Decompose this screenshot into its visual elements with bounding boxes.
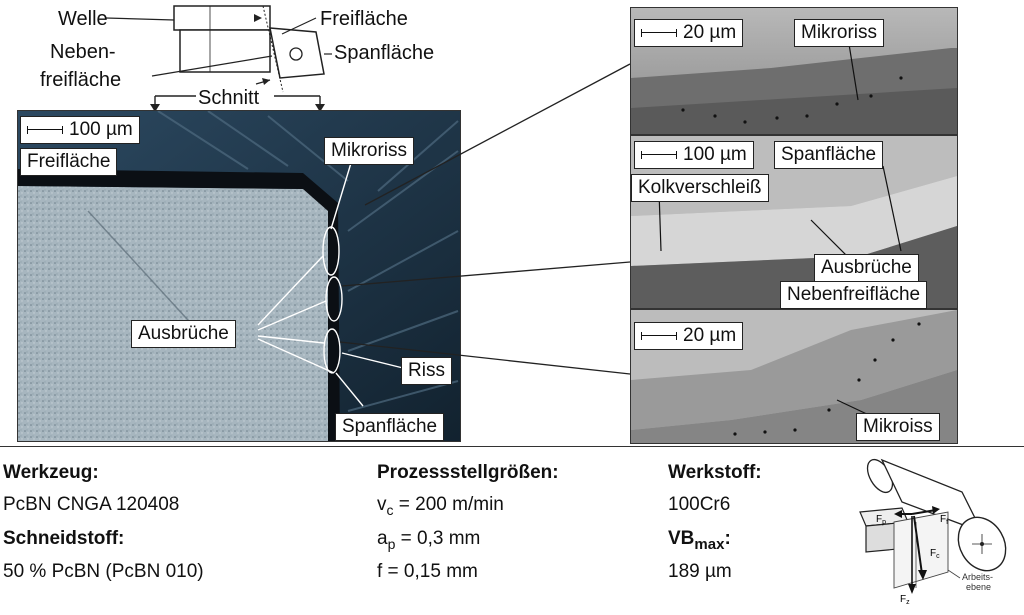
- werkstoff-label: Werkstoff:: [668, 462, 762, 483]
- label-spanflaeche-sem: Spanfläche: [774, 141, 884, 169]
- schneidstoff-label: Schneidstoff:: [3, 528, 125, 549]
- scale-bar-icon: [641, 150, 677, 159]
- label-ausbrueche-sem: Ausbrüche: [814, 254, 919, 282]
- werkzeug-value: PcBN CNGA 120408: [3, 494, 180, 515]
- label-mikroriss-sem: Mikroriss: [794, 19, 884, 47]
- scale-sem-bottom: 20 µm: [634, 322, 744, 350]
- schneidstoff-value: 50 % PcBN (PcBN 010): [3, 561, 204, 582]
- label-mikroiss: Mikroiss: [856, 413, 940, 441]
- label-freiflaeche: Freifläche: [20, 148, 118, 176]
- ap-line: ap = 0,3 mm: [377, 528, 481, 552]
- tool-schematic: [105, 5, 332, 112]
- label-mikroriss: Mikroriss: [324, 137, 414, 165]
- label-freiflaeche-schematic: Freifläche: [320, 8, 408, 30]
- force-fc: Fc: [930, 548, 940, 560]
- label-ausbrueche: Ausbrüche: [131, 320, 236, 348]
- label-welle: Welle: [58, 8, 108, 30]
- label-kolkverschleiss: Kolkverschleiß: [631, 174, 769, 202]
- vbmax-value: 189 µm: [668, 561, 732, 582]
- scale-bar-icon: [641, 28, 677, 37]
- insert-rect: [179, 29, 271, 73]
- label-spanflaeche-schematic: Spanfläche: [334, 42, 435, 64]
- scale-sem-top: 20 µm: [634, 19, 744, 47]
- label-arbeits: Arbeits-: [962, 572, 993, 582]
- scale-bar-icon: [641, 331, 677, 340]
- insert-tip: [269, 27, 325, 79]
- werkzeug-label: Werkzeug:: [3, 462, 99, 483]
- werkstoff-value: 100Cr6: [668, 494, 731, 515]
- connector-lines: [339, 63, 631, 375]
- label-ebene: ebene: [966, 582, 991, 592]
- vc-line: vc = 200 m/min: [377, 494, 504, 518]
- force-ff: Ff: [940, 514, 948, 526]
- force-fp: Fp: [876, 514, 886, 526]
- force-diagram: Fp Ff Fc Fz Arbeits- ebene: [859, 458, 1007, 606]
- cut-line: [262, 5, 284, 93]
- label-neben: Neben-: [50, 41, 116, 63]
- scale-bar-icon: [27, 125, 63, 134]
- force-fz: Fz: [900, 594, 910, 606]
- scale-micrograph: 100 µm: [20, 116, 140, 144]
- label-schnitt: Schnitt: [198, 87, 260, 109]
- section-divider: [0, 446, 1024, 447]
- prozess-label: Prozessstellgrößen:: [377, 462, 559, 483]
- f-line: f = 0,15 mm: [377, 561, 478, 582]
- scale-sem-mid: 100 µm: [634, 141, 754, 169]
- vbmax-label: VBmax:: [668, 528, 731, 553]
- label-nebenfreiflaeche: Nebenfreifläche: [780, 281, 928, 309]
- label-nebenfreiflaeche: freifläche: [40, 69, 122, 91]
- label-riss: Riss: [401, 357, 452, 385]
- label-spanflaeche-micrograph: Spanfläche: [335, 413, 445, 441]
- insert-hole-icon: [289, 47, 303, 61]
